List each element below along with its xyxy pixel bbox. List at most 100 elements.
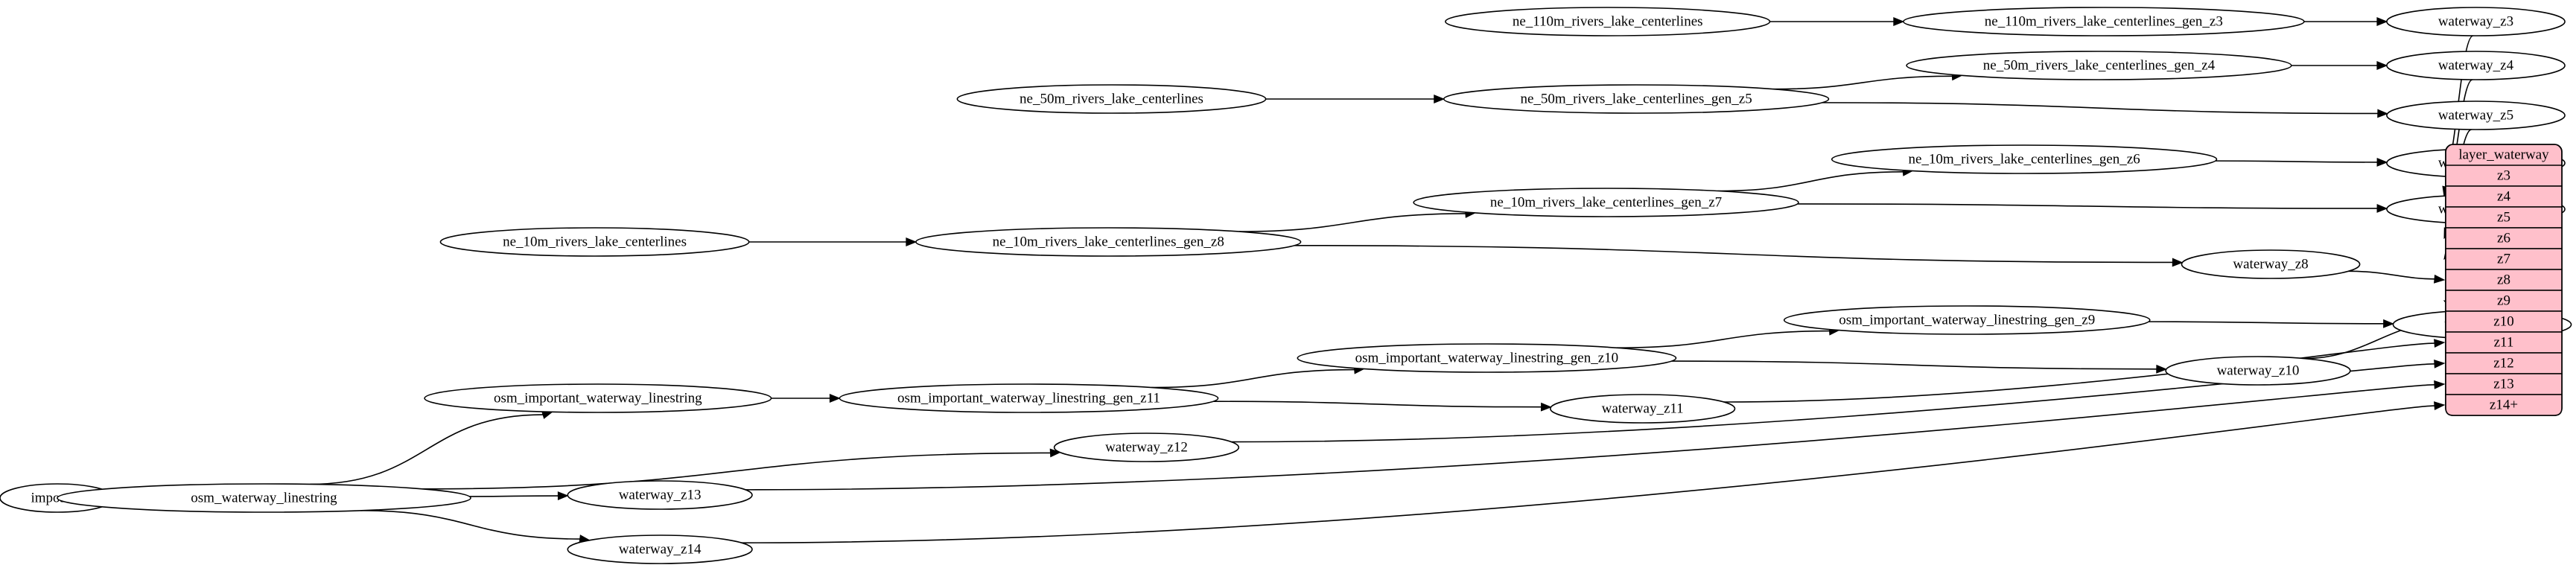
edge-waterway_z13-to-layer_waterway-z13 bbox=[745, 384, 2435, 491]
arrowhead-10 bbox=[2383, 319, 2394, 328]
arrowhead-16 bbox=[2376, 61, 2388, 70]
node-label-waterway_z5: waterway_z5 bbox=[2438, 107, 2513, 123]
node-waterway_z8[interactable]: waterway_z8 bbox=[2181, 249, 2361, 279]
node-ellipse-waterway_z4 bbox=[2386, 51, 2566, 80]
node-ne_110m_rivers_lake_centerlines[interactable]: ne_110m_rivers_lake_centerlines bbox=[1445, 7, 1771, 36]
node-ne_50m_rivers_lake_centerlines[interactable]: ne_50m_rivers_lake_centerlines bbox=[956, 84, 1267, 114]
layer-waterway-row-label-z7: z7 bbox=[2497, 251, 2510, 267]
edge-waterway_z8-to-layer_waterway-z8 bbox=[2348, 270, 2435, 280]
node-ne_10m_rivers_lake_centerlines[interactable]: ne_10m_rivers_lake_centerlines bbox=[439, 227, 750, 257]
node-waterway_z5[interactable]: waterway_z5 bbox=[2386, 100, 2566, 130]
arrowhead-2 bbox=[1049, 448, 1061, 458]
node-label-waterway_z12: waterway_z12 bbox=[1105, 439, 1188, 455]
node-osm_important_waterway_linestring_gen_z11[interactable]: osm_important_waterway_linestring_gen_z1… bbox=[839, 383, 1219, 413]
nodes-layer: imposm3osm_waterway_linestringosm_import… bbox=[0, 7, 2572, 564]
edges-layer bbox=[56, 17, 2474, 543]
arrowhead-3 bbox=[557, 491, 569, 500]
node-ne_50m_rivers_lake_centerlines_gen_z5[interactable]: ne_50m_rivers_lake_centerlines_gen_z5 bbox=[1443, 84, 1830, 114]
layer-waterway-row-label-z10: z10 bbox=[2493, 313, 2513, 329]
edge-ne_10m_rivers_lake_centerlines_gen_z8-to-waterway_z8 bbox=[1294, 245, 2173, 264]
node-label-ne_10m_rivers_lake_centerlines_gen_z8: ne_10m_rivers_lake_centerlines_gen_z8 bbox=[993, 234, 1224, 249]
node-ellipse-ne_110m_rivers_lake_centerlines bbox=[1445, 7, 1771, 36]
layer-waterway-row-label-z8: z8 bbox=[2497, 272, 2510, 287]
edge-ne_10m_rivers_lake_centerlines_gen_z6-to-waterway_z6 bbox=[2215, 160, 2378, 163]
node-osm_important_waterway_linestring[interactable]: osm_important_waterway_linestring bbox=[424, 383, 772, 413]
edge-osm_important_waterway_linestring_gen_z11-to-osm_important_waterway_linestring_gen_z10 bbox=[1151, 368, 1355, 389]
node-ne_50m_rivers_lake_centerlines_gen_z4[interactable]: ne_50m_rivers_lake_centerlines_gen_z4 bbox=[1906, 51, 2292, 80]
node-ellipse-waterway_z12 bbox=[1053, 433, 1240, 462]
layer-waterway-row-label-z4: z4 bbox=[2497, 188, 2510, 204]
node-label-ne_110m_rivers_lake_centerlines: ne_110m_rivers_lake_centerlines bbox=[1513, 13, 1703, 29]
arrowhead-11 bbox=[1893, 17, 1905, 26]
node-ellipse-waterway_z11 bbox=[1550, 394, 1736, 424]
node-label-waterway_z14: waterway_z14 bbox=[619, 541, 702, 557]
node-label-ne_10m_rivers_lake_centerlines_gen_z7: ne_10m_rivers_lake_centerlines_gen_z7 bbox=[1490, 194, 1722, 210]
arrowhead-19 bbox=[2172, 258, 2184, 267]
node-label-osm_important_waterway_linestring_gen_z10: osm_important_waterway_linestring_gen_z1… bbox=[1355, 350, 1619, 366]
arrowhead-5 bbox=[829, 394, 841, 403]
node-ellipse-ne_50m_rivers_lake_centerlines_gen_z5 bbox=[1443, 84, 1830, 114]
node-waterway_z14[interactable]: waterway_z14 bbox=[567, 535, 753, 564]
node-label-ne_50m_rivers_lake_centerlines_gen_z5: ne_50m_rivers_lake_centerlines_gen_z5 bbox=[1520, 91, 1752, 106]
node-ellipse-waterway_z10 bbox=[2165, 356, 2351, 386]
edge-ne_50m_rivers_lake_centerlines_gen_z5-to-waterway_z5 bbox=[1822, 102, 2378, 115]
node-ne_10m_rivers_lake_centerlines_gen_z6[interactable]: ne_10m_rivers_lake_centerlines_gen_z6 bbox=[1831, 144, 2218, 174]
node-ellipse-ne_10m_rivers_lake_centerlines_gen_z7 bbox=[1413, 188, 1799, 217]
layer-waterway-row-label-z9: z9 bbox=[2497, 293, 2510, 308]
node-ne_110m_rivers_lake_centerlines_gen_z3[interactable]: ne_110m_rivers_lake_centerlines_gen_z3 bbox=[1903, 7, 2305, 36]
layer-waterway-row-label-z11: z11 bbox=[2494, 334, 2514, 350]
node-label-ne_10m_rivers_lake_centerlines_gen_z6: ne_10m_rivers_lake_centerlines_gen_z6 bbox=[1908, 151, 2140, 167]
layer-waterway-row-label-z6: z6 bbox=[2497, 230, 2510, 246]
arrowhead-32 bbox=[2434, 359, 2446, 368]
node-waterway_z10[interactable]: waterway_z10 bbox=[2165, 356, 2351, 386]
arrowhead-33 bbox=[2434, 380, 2446, 389]
layer-waterway-table: layer_waterwayz3z4z5z6z7z8z9z10z11z12z13… bbox=[2445, 144, 2563, 416]
node-waterway_z3[interactable]: waterway_z3 bbox=[2386, 7, 2566, 36]
node-ne_10m_rivers_lake_centerlines_gen_z8[interactable]: ne_10m_rivers_lake_centerlines_gen_z8 bbox=[915, 227, 1302, 257]
node-label-osm_waterway_linestring: osm_waterway_linestring bbox=[191, 490, 337, 505]
arrowhead-15 bbox=[2377, 109, 2389, 118]
node-label-waterway_z8: waterway_z8 bbox=[2233, 256, 2308, 272]
layer-waterway-row-label-z13: z13 bbox=[2493, 376, 2513, 392]
node-waterway_z11[interactable]: waterway_z11 bbox=[1550, 394, 1736, 424]
node-osm_important_waterway_linestring_gen_z10[interactable]: osm_important_waterway_linestring_gen_z1… bbox=[1297, 343, 1677, 373]
node-waterway_z12[interactable]: waterway_z12 bbox=[1053, 433, 1240, 462]
layer-waterway-row-label-z3: z3 bbox=[2497, 167, 2510, 183]
node-osm_waterway_linestring[interactable]: osm_waterway_linestring bbox=[57, 483, 471, 513]
node-ellipse-waterway_z13 bbox=[567, 480, 753, 510]
arrowhead-21 bbox=[2376, 204, 2388, 213]
layer-waterway-row-label-z12: z12 bbox=[2493, 355, 2513, 371]
node-ellipse-osm_waterway_linestring bbox=[57, 483, 471, 513]
node-osm_important_waterway_linestring_gen_z9[interactable]: osm_important_waterway_linestring_gen_z9 bbox=[1783, 305, 2151, 335]
node-ellipse-osm_important_waterway_linestring_gen_z10 bbox=[1297, 343, 1677, 373]
edge-osm_waterway_linestring-to-waterway_z12 bbox=[422, 452, 1051, 490]
node-label-waterway_z11: waterway_z11 bbox=[1602, 401, 1684, 416]
node-ellipse-waterway_z5 bbox=[2386, 100, 2566, 130]
node-label-ne_10m_rivers_lake_centerlines: ne_10m_rivers_lake_centerlines bbox=[503, 234, 687, 249]
edge-osm_important_waterway_linestring_gen_z9-to-waterway_z9 bbox=[2149, 321, 2384, 325]
node-label-ne_50m_rivers_lake_centerlines: ne_50m_rivers_lake_centerlines bbox=[1020, 91, 1203, 106]
node-ellipse-waterway_z3 bbox=[2386, 7, 2566, 36]
edge-osm_waterway_linestring-to-waterway_z14 bbox=[360, 510, 580, 540]
node-ellipse-osm_important_waterway_linestring bbox=[424, 383, 772, 413]
node-label-ne_50m_rivers_lake_centerlines_gen_z4: ne_50m_rivers_lake_centerlines_gen_z4 bbox=[1983, 57, 2216, 73]
node-ellipse-waterway_z14 bbox=[567, 535, 753, 564]
edge-osm_important_waterway_linestring_gen_z11-to-waterway_z11 bbox=[1213, 401, 1542, 408]
edge-waterway_z14-to-layer_waterway-z14+ bbox=[741, 405, 2435, 543]
layer-waterway-row-z14+[interactable] bbox=[2445, 394, 2563, 416]
node-label-waterway_z13: waterway_z13 bbox=[619, 487, 702, 502]
edge-osm_waterway_linestring-to-osm_important_waterway_linestring bbox=[310, 414, 544, 485]
node-ellipse-ne_10m_rivers_lake_centerlines_gen_z6 bbox=[1831, 144, 2218, 174]
node-ne_10m_rivers_lake_centerlines_gen_z7[interactable]: ne_10m_rivers_lake_centerlines_gen_z7 bbox=[1413, 188, 1799, 217]
edge-ne_10m_rivers_lake_centerlines_gen_z7-to-ne_10m_rivers_lake_centerlines_gen_z6 bbox=[1717, 171, 1904, 192]
node-ellipse-ne_50m_rivers_lake_centerlines_gen_z4 bbox=[1906, 51, 2292, 80]
arrowhead-9 bbox=[2156, 364, 2168, 374]
node-waterway_z4[interactable]: waterway_z4 bbox=[2386, 51, 2566, 80]
arrowhead-7 bbox=[1540, 402, 1552, 412]
node-ellipse-ne_50m_rivers_lake_centerlines bbox=[956, 84, 1267, 114]
node-ellipse-osm_important_waterway_linestring_gen_z9 bbox=[1783, 305, 2151, 335]
node-waterway_z13[interactable]: waterway_z13 bbox=[567, 480, 753, 510]
layer-waterway-table-header: layer_waterway bbox=[2458, 147, 2549, 162]
